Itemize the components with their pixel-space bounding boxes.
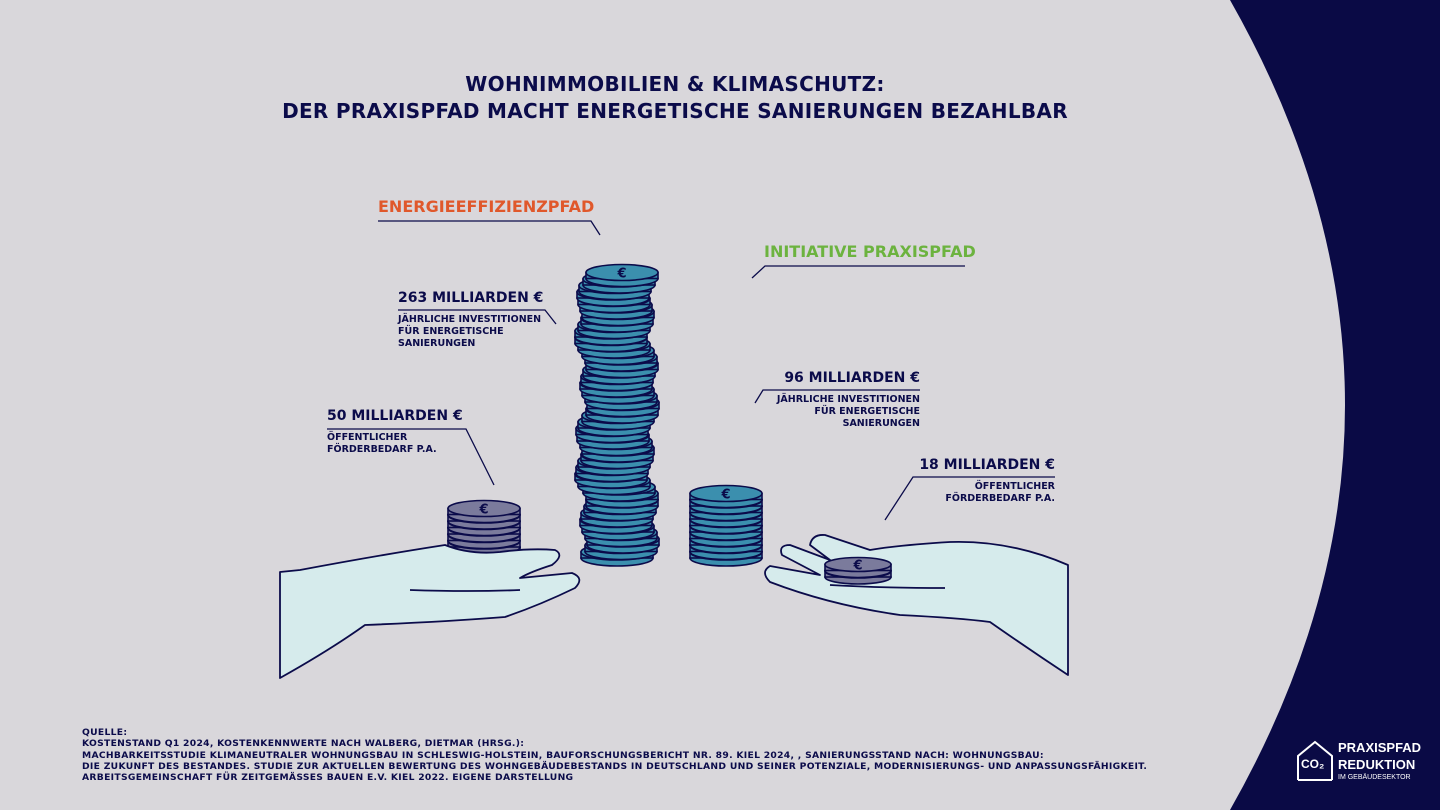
text-line: ÖFFENTLICHER — [327, 432, 408, 443]
euro-icon: € — [852, 559, 862, 574]
text-line: FÖRDERBEDARF P.A. — [327, 444, 437, 455]
investment-description-left: JÄHRLICHE INVESTITIONEN FÜR ENERGETISCHE… — [398, 314, 541, 350]
text-line: ÖFFENTLICHER — [974, 481, 1055, 492]
coin — [824, 556, 892, 579]
coin-stack-18: € — [824, 556, 892, 585]
source-line: QUELLE: — [82, 727, 128, 738]
funding-description-right: ÖFFENTLICHER FÖRDERBEDARF P.A. — [945, 481, 1055, 505]
house-icon — [1297, 740, 1333, 781]
left-hand-thumb-line — [409, 589, 521, 592]
amount-96: 96 MILLIARDEN € — [784, 370, 920, 386]
right-hand-thumb-line — [829, 584, 946, 589]
navy-arc-background — [1230, 0, 1440, 810]
source-line: KOSTENSTAND Q1 2024, KOSTENKENNWERTE NAC… — [82, 738, 525, 750]
text-line: FÜR ENERGETISCHE — [398, 326, 504, 337]
title-line-1: WOHNIMMOBILIEN & KLIMASCHUTZ: — [465, 72, 885, 96]
coin-stack-96: € — [689, 484, 763, 567]
leader-line-263 — [398, 309, 557, 325]
logo-line-3: IM GEBÄUDESEKTOR — [1338, 774, 1411, 781]
amount-18: 18 MILLIARDEN € — [919, 457, 1055, 473]
text-line: JÄHRLICHE INVESTITIONEN — [776, 394, 920, 405]
leader-line-50 — [327, 428, 495, 486]
amount-263: 263 MILLIARDEN € — [398, 290, 544, 306]
text-line: SANIERUNGEN — [398, 338, 476, 349]
logo-line-2: REDUKTION — [1338, 757, 1416, 772]
euro-icon: € — [616, 267, 626, 282]
source-line: MACHBARKEITSSTUDIE KLIMANEUTRALER WOHNUN… — [82, 749, 1044, 761]
euro-icon: € — [478, 503, 488, 518]
title-line-2: DER PRAXISPFAD MACHT ENERGETISCHE SANIER… — [282, 99, 1068, 123]
right-hand — [764, 534, 1069, 676]
source-line: ARBEITSGEMEINSCHAFT FÜR ZEITGEMÄSSES BAU… — [82, 772, 574, 784]
amount-50: 50 MILLIARDEN € — [327, 408, 463, 424]
text-line: JÄHRLICHE INVESTITIONEN — [398, 314, 542, 325]
coin — [689, 484, 763, 509]
logo-co2: CO₂ — [1301, 757, 1325, 771]
left-hand — [279, 544, 581, 679]
coin — [447, 499, 521, 524]
leader-line-18 — [884, 476, 1055, 521]
source-citation: QUELLE: KOSTENSTAND Q1 2024, KOSTENKENNW… — [82, 727, 1147, 783]
energieeffizienzpfad-label: ENERGIEEFFIZIENZPFAD — [378, 197, 595, 216]
text-line: FÖRDERBEDARF P.A. — [945, 493, 1055, 504]
investment-description-right: JÄHRLICHE INVESTITIONEN FÜR ENERGETISCHE… — [777, 394, 920, 430]
funding-description-left: ÖFFENTLICHER FÖRDERBEDARF P.A. — [327, 432, 437, 456]
leader-line-energieeffizienzpfad — [378, 220, 601, 236]
praxispfad-label: INITIATIVE PRAXISPFAD — [764, 242, 976, 261]
euro-icon: € — [720, 488, 730, 503]
leader-line-praxispfad — [751, 265, 965, 279]
logo-line-1: PRAXISPFAD — [1338, 740, 1422, 755]
text-line: SANIERUNGEN — [842, 418, 920, 429]
text-line: FÜR ENERGETISCHE — [814, 406, 920, 417]
source-line: DIE ZUKUNFT DES BESTANDES. STUDIE ZUR AK… — [82, 760, 1148, 772]
coin — [585, 263, 659, 288]
leader-line-96 — [754, 389, 920, 404]
coin-stack-263: € — [574, 263, 660, 567]
